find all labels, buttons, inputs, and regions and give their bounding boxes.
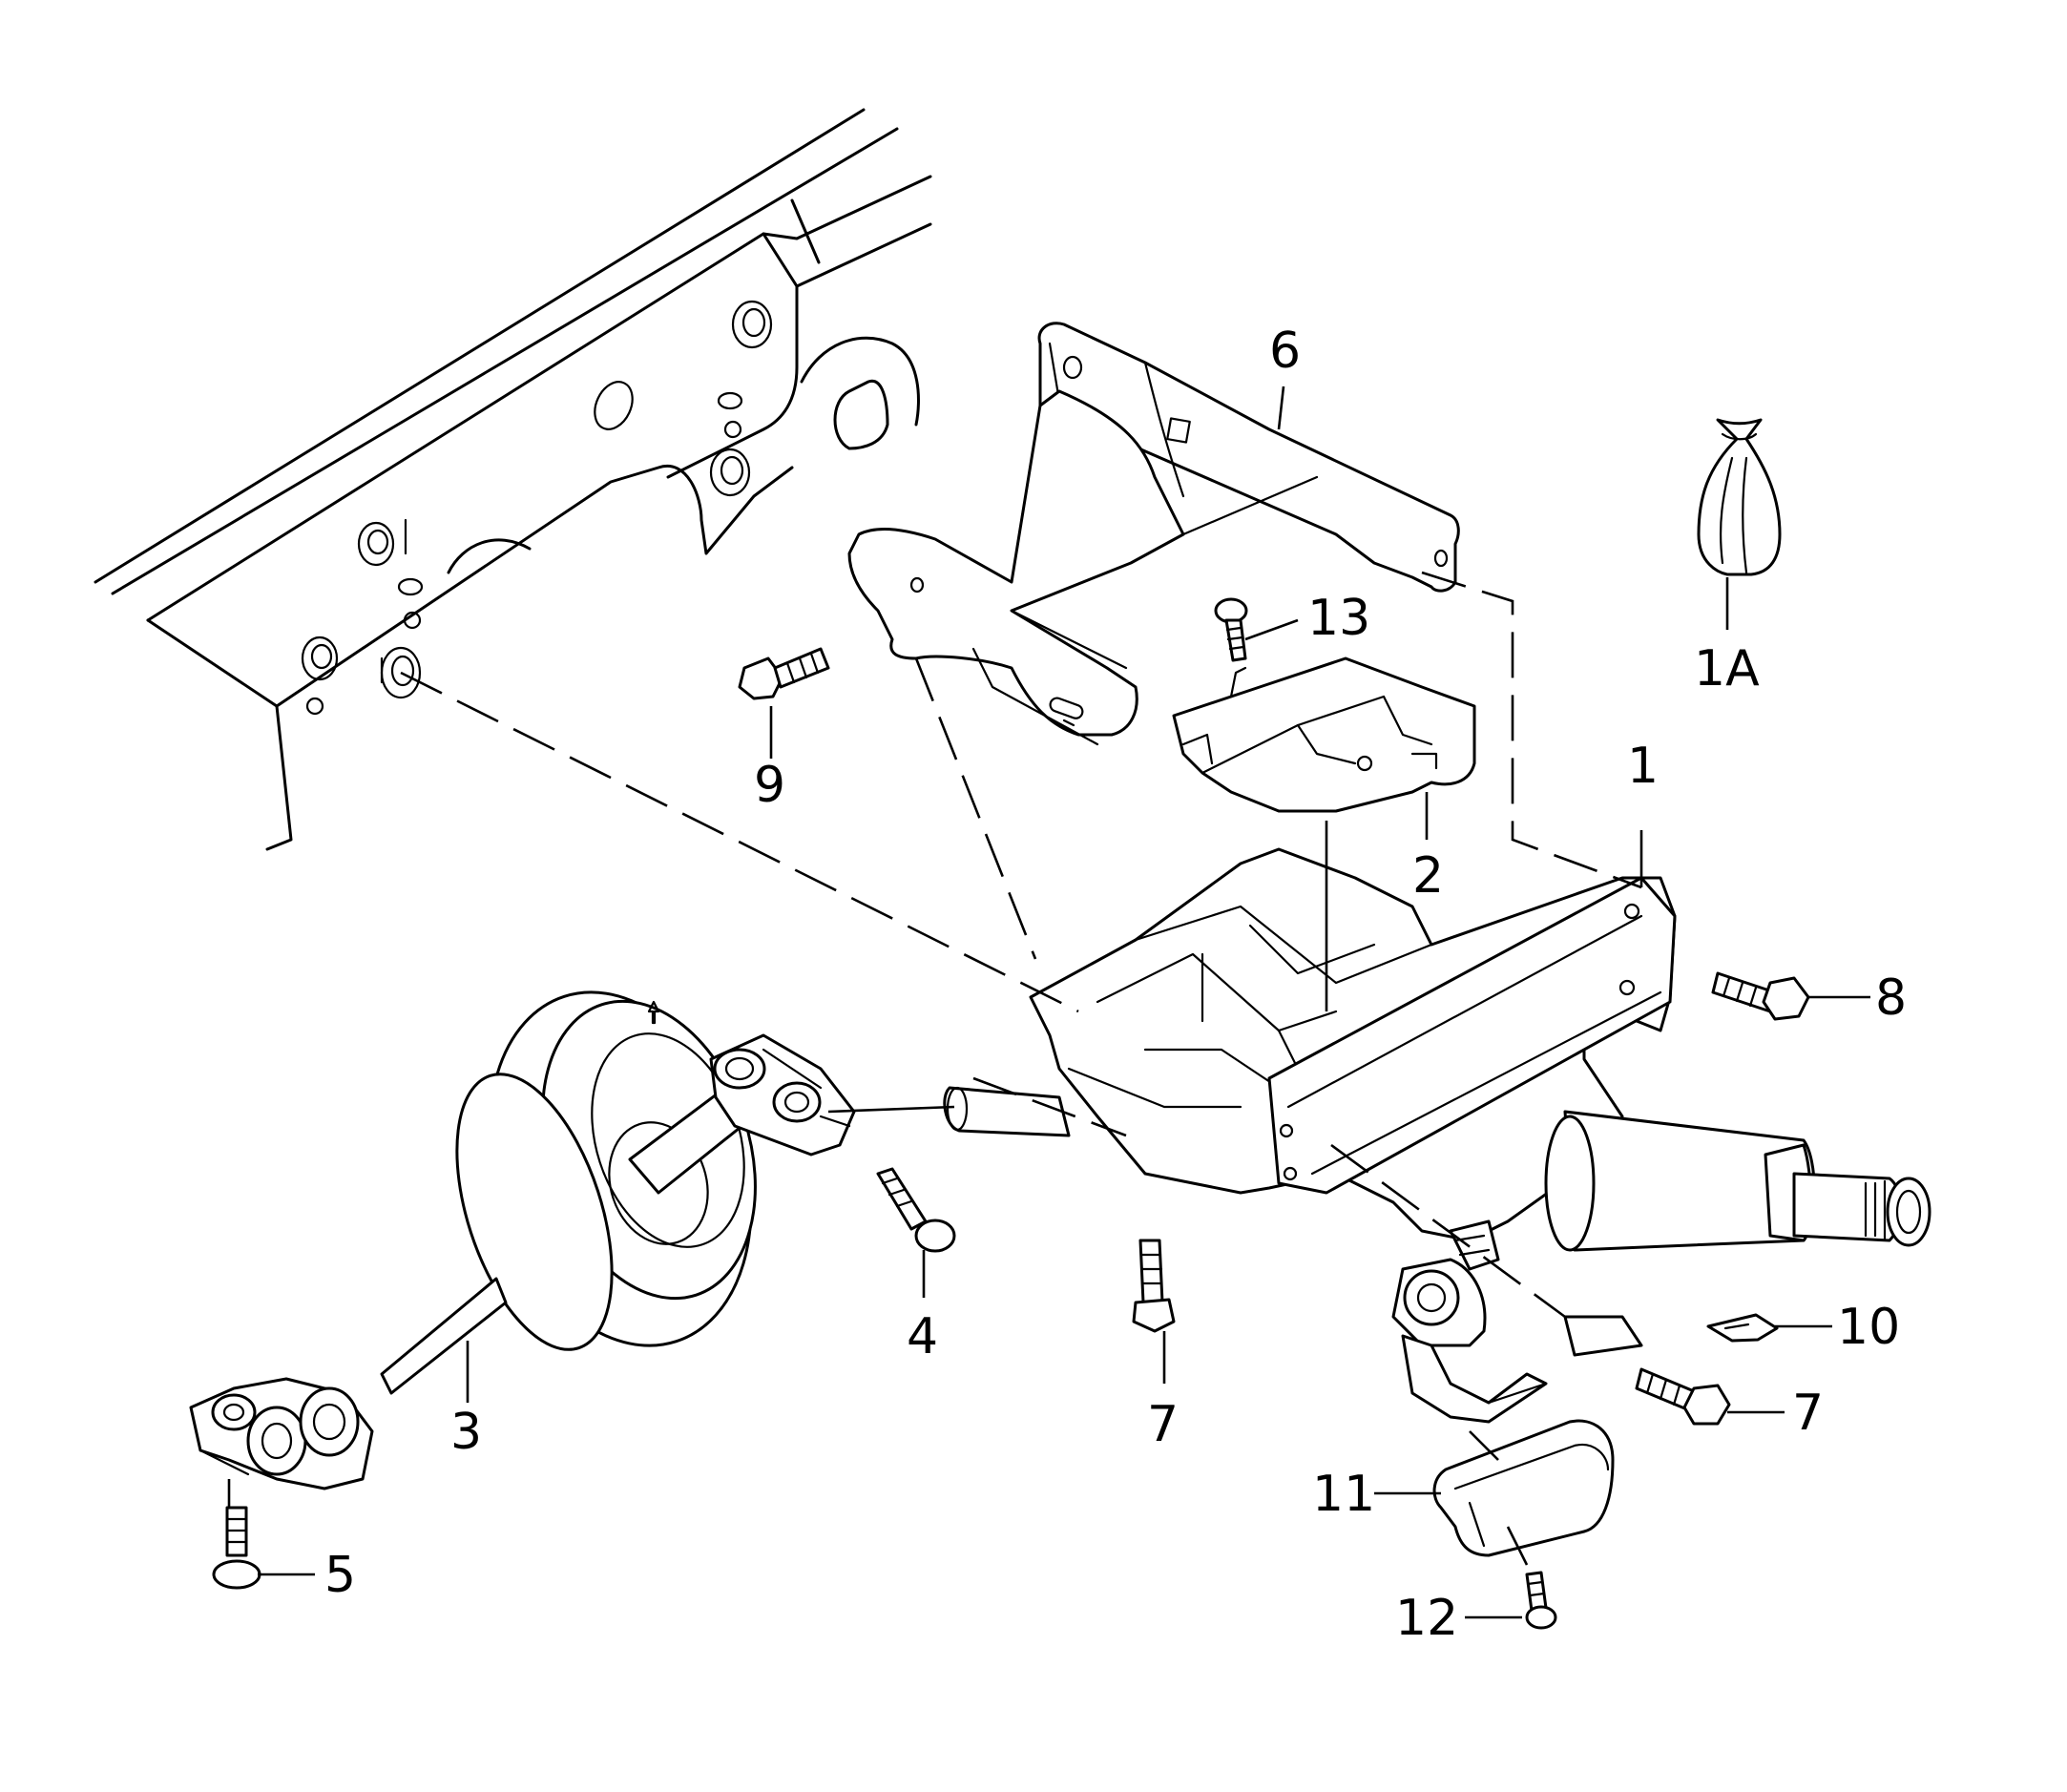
part-5-bolt [212, 1506, 261, 1590]
dashboard-cross-member [94, 108, 932, 851]
leader-lines [227, 385, 1870, 1619]
part-8-bolt [1711, 971, 1810, 1021]
part-9-bolt [738, 647, 830, 700]
callout-1a: 1A [1694, 640, 1760, 698]
part-1-steering-column [943, 847, 1931, 1424]
part-12-screw [1525, 1571, 1557, 1630]
callout-1: 1 [1627, 738, 1659, 795]
callout-3: 3 [450, 1404, 482, 1461]
part-7-bolt-right [1635, 1367, 1731, 1426]
callout-12: 12 [1395, 1590, 1458, 1647]
callout-2: 2 [1412, 847, 1444, 905]
part-6-mounting-bracket [847, 322, 1460, 746]
callout-13: 13 [1307, 590, 1370, 647]
part-4-bolt [876, 1167, 956, 1253]
part-11-lever-handle [1432, 1419, 1615, 1557]
part-13-screw [1214, 597, 1248, 662]
part-3-intermediate-shaft [189, 990, 856, 1490]
part-2-control-unit [1172, 656, 1476, 813]
callout-7-right: 7 [1792, 1385, 1824, 1442]
callouts: 6 1A 13 2 1 8 9 4 3 5 7 7 10 11 12 [324, 323, 1907, 1647]
callout-7-left: 7 [1147, 1396, 1179, 1453]
callout-8: 8 [1875, 969, 1907, 1027]
part-1a-grease-bag [1697, 418, 1782, 576]
part-7-bolt-left [1132, 1239, 1176, 1333]
callout-5: 5 [324, 1547, 356, 1604]
callout-10: 10 [1837, 1299, 1900, 1356]
callout-4: 4 [907, 1308, 938, 1365]
assembly-lines [400, 571, 1642, 1319]
part-10-clip-nut [1706, 1313, 1779, 1343]
callout-9: 9 [754, 757, 785, 814]
callout-6: 6 [1269, 323, 1301, 380]
callout-11: 11 [1312, 1466, 1375, 1523]
